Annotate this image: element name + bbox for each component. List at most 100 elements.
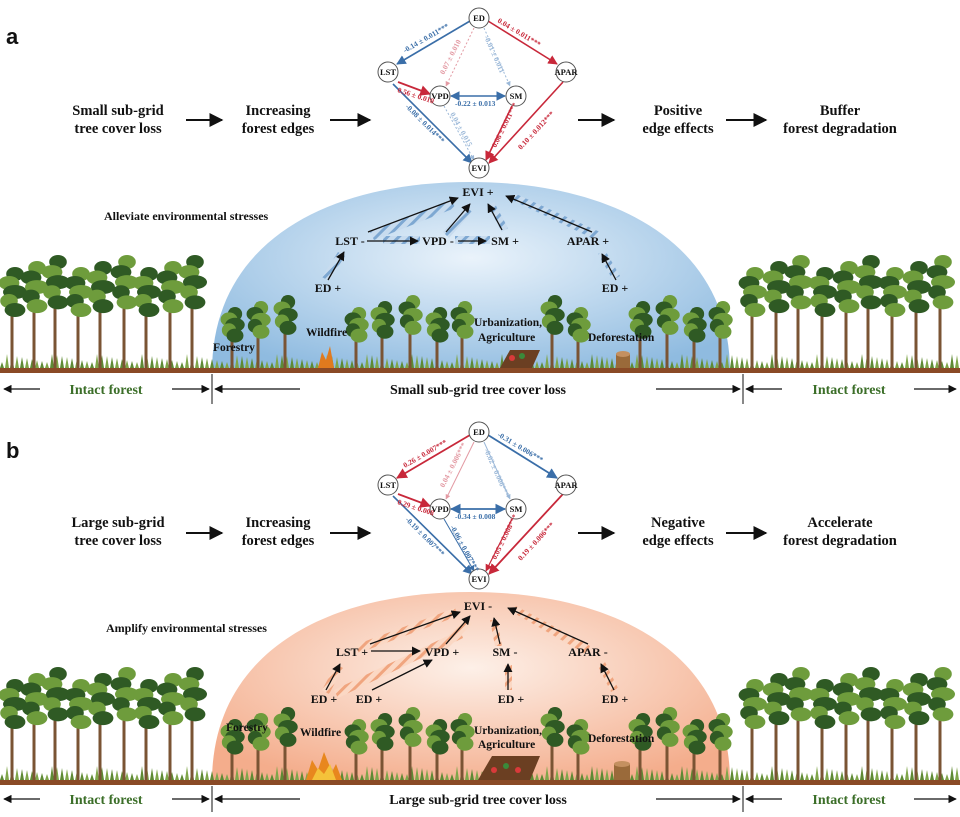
grass bbox=[630, 774, 634, 780]
flow-step-3-line-1: Positive bbox=[654, 103, 703, 119]
grass bbox=[830, 769, 834, 780]
grass bbox=[815, 354, 819, 368]
grass bbox=[880, 358, 884, 368]
grass bbox=[590, 766, 594, 780]
grass bbox=[405, 774, 409, 780]
grass bbox=[560, 769, 564, 780]
grass bbox=[395, 772, 399, 780]
tree bbox=[273, 295, 298, 368]
grass bbox=[35, 360, 39, 368]
tree bbox=[110, 667, 139, 780]
tree bbox=[178, 667, 207, 780]
grass bbox=[65, 769, 69, 780]
tree bbox=[832, 261, 861, 368]
intact-forest-left: Intact forest bbox=[69, 793, 143, 808]
grass bbox=[635, 766, 639, 780]
coef-ed-apar: 0.04 ± 0.011*** bbox=[496, 16, 543, 49]
edge-lst-vpd bbox=[397, 81, 432, 96]
grass bbox=[40, 773, 44, 780]
grass bbox=[440, 360, 444, 368]
grass bbox=[365, 766, 369, 780]
grass bbox=[725, 766, 729, 780]
tree bbox=[628, 301, 653, 368]
tree bbox=[370, 301, 395, 368]
edge-vpd-evi bbox=[443, 518, 475, 572]
grass bbox=[280, 355, 284, 368]
amplify-dome bbox=[212, 592, 730, 782]
node-evi bbox=[468, 157, 490, 179]
mech-evi: EVI + bbox=[462, 185, 493, 199]
grass bbox=[175, 361, 179, 368]
tree bbox=[156, 261, 185, 368]
grass bbox=[935, 772, 939, 780]
grass bbox=[900, 362, 904, 368]
grass bbox=[825, 768, 829, 780]
grass bbox=[200, 769, 204, 780]
grass bbox=[155, 769, 159, 780]
grass bbox=[870, 768, 874, 780]
grass bbox=[445, 773, 449, 780]
grass bbox=[595, 355, 599, 368]
grass bbox=[855, 774, 859, 780]
edge-ed-sm bbox=[483, 441, 511, 500]
grass bbox=[840, 771, 844, 780]
grass bbox=[15, 356, 19, 368]
tree bbox=[64, 679, 93, 780]
grass bbox=[420, 768, 424, 780]
flow-step-2-line-2: forest edges bbox=[242, 121, 315, 137]
tree bbox=[878, 679, 907, 780]
grass bbox=[885, 359, 889, 368]
grass bbox=[545, 354, 549, 368]
tree bbox=[784, 667, 813, 780]
grass bbox=[805, 773, 809, 780]
intact-forest-right: Intact forest bbox=[812, 383, 886, 398]
grass bbox=[360, 362, 364, 368]
node-sm-label: SM bbox=[510, 91, 523, 101]
grass bbox=[925, 770, 929, 780]
grass bbox=[185, 766, 189, 780]
tree bbox=[220, 719, 245, 780]
grass bbox=[160, 770, 164, 780]
label-urbanization: Urbanization, bbox=[474, 317, 542, 329]
grass bbox=[160, 358, 164, 368]
buffer-dome bbox=[212, 182, 730, 372]
grass bbox=[950, 766, 954, 780]
tree bbox=[398, 295, 423, 368]
tree bbox=[708, 301, 733, 368]
grass bbox=[350, 772, 354, 780]
path-diagram: ED LST VPD SM APAR EVI 0.26 ± 0.007*** -… bbox=[377, 421, 579, 590]
grass bbox=[540, 362, 544, 368]
grass bbox=[685, 355, 689, 368]
grass bbox=[540, 774, 544, 780]
grass bbox=[945, 774, 949, 780]
grass bbox=[105, 356, 109, 368]
mech-ed-3: ED + bbox=[498, 692, 525, 706]
grass bbox=[80, 360, 84, 368]
grass bbox=[570, 771, 574, 780]
grass bbox=[0, 362, 4, 368]
grass bbox=[745, 770, 749, 780]
tree bbox=[220, 307, 245, 368]
grass bbox=[220, 361, 224, 368]
grass bbox=[80, 772, 84, 780]
tree bbox=[156, 673, 185, 780]
grass bbox=[745, 358, 749, 368]
grass bbox=[390, 771, 394, 780]
edge-ed-lst bbox=[396, 20, 471, 65]
label-deforestation: Deforestation bbox=[588, 733, 655, 745]
grass bbox=[60, 768, 64, 780]
grass bbox=[315, 362, 319, 368]
grass bbox=[265, 361, 269, 368]
grass bbox=[565, 770, 569, 780]
tree bbox=[64, 267, 93, 368]
grass bbox=[155, 357, 159, 368]
flow-step-3-line-2: edge effects bbox=[642, 121, 714, 137]
flow-step-2-line-2: forest edges bbox=[242, 533, 315, 549]
grass bbox=[245, 769, 249, 780]
node-apar-label: APAR bbox=[555, 480, 579, 490]
grass bbox=[335, 357, 339, 368]
tree bbox=[110, 255, 139, 368]
intact-forest-left: Intact forest bbox=[69, 383, 143, 398]
grass bbox=[40, 361, 44, 368]
grass bbox=[235, 355, 239, 368]
